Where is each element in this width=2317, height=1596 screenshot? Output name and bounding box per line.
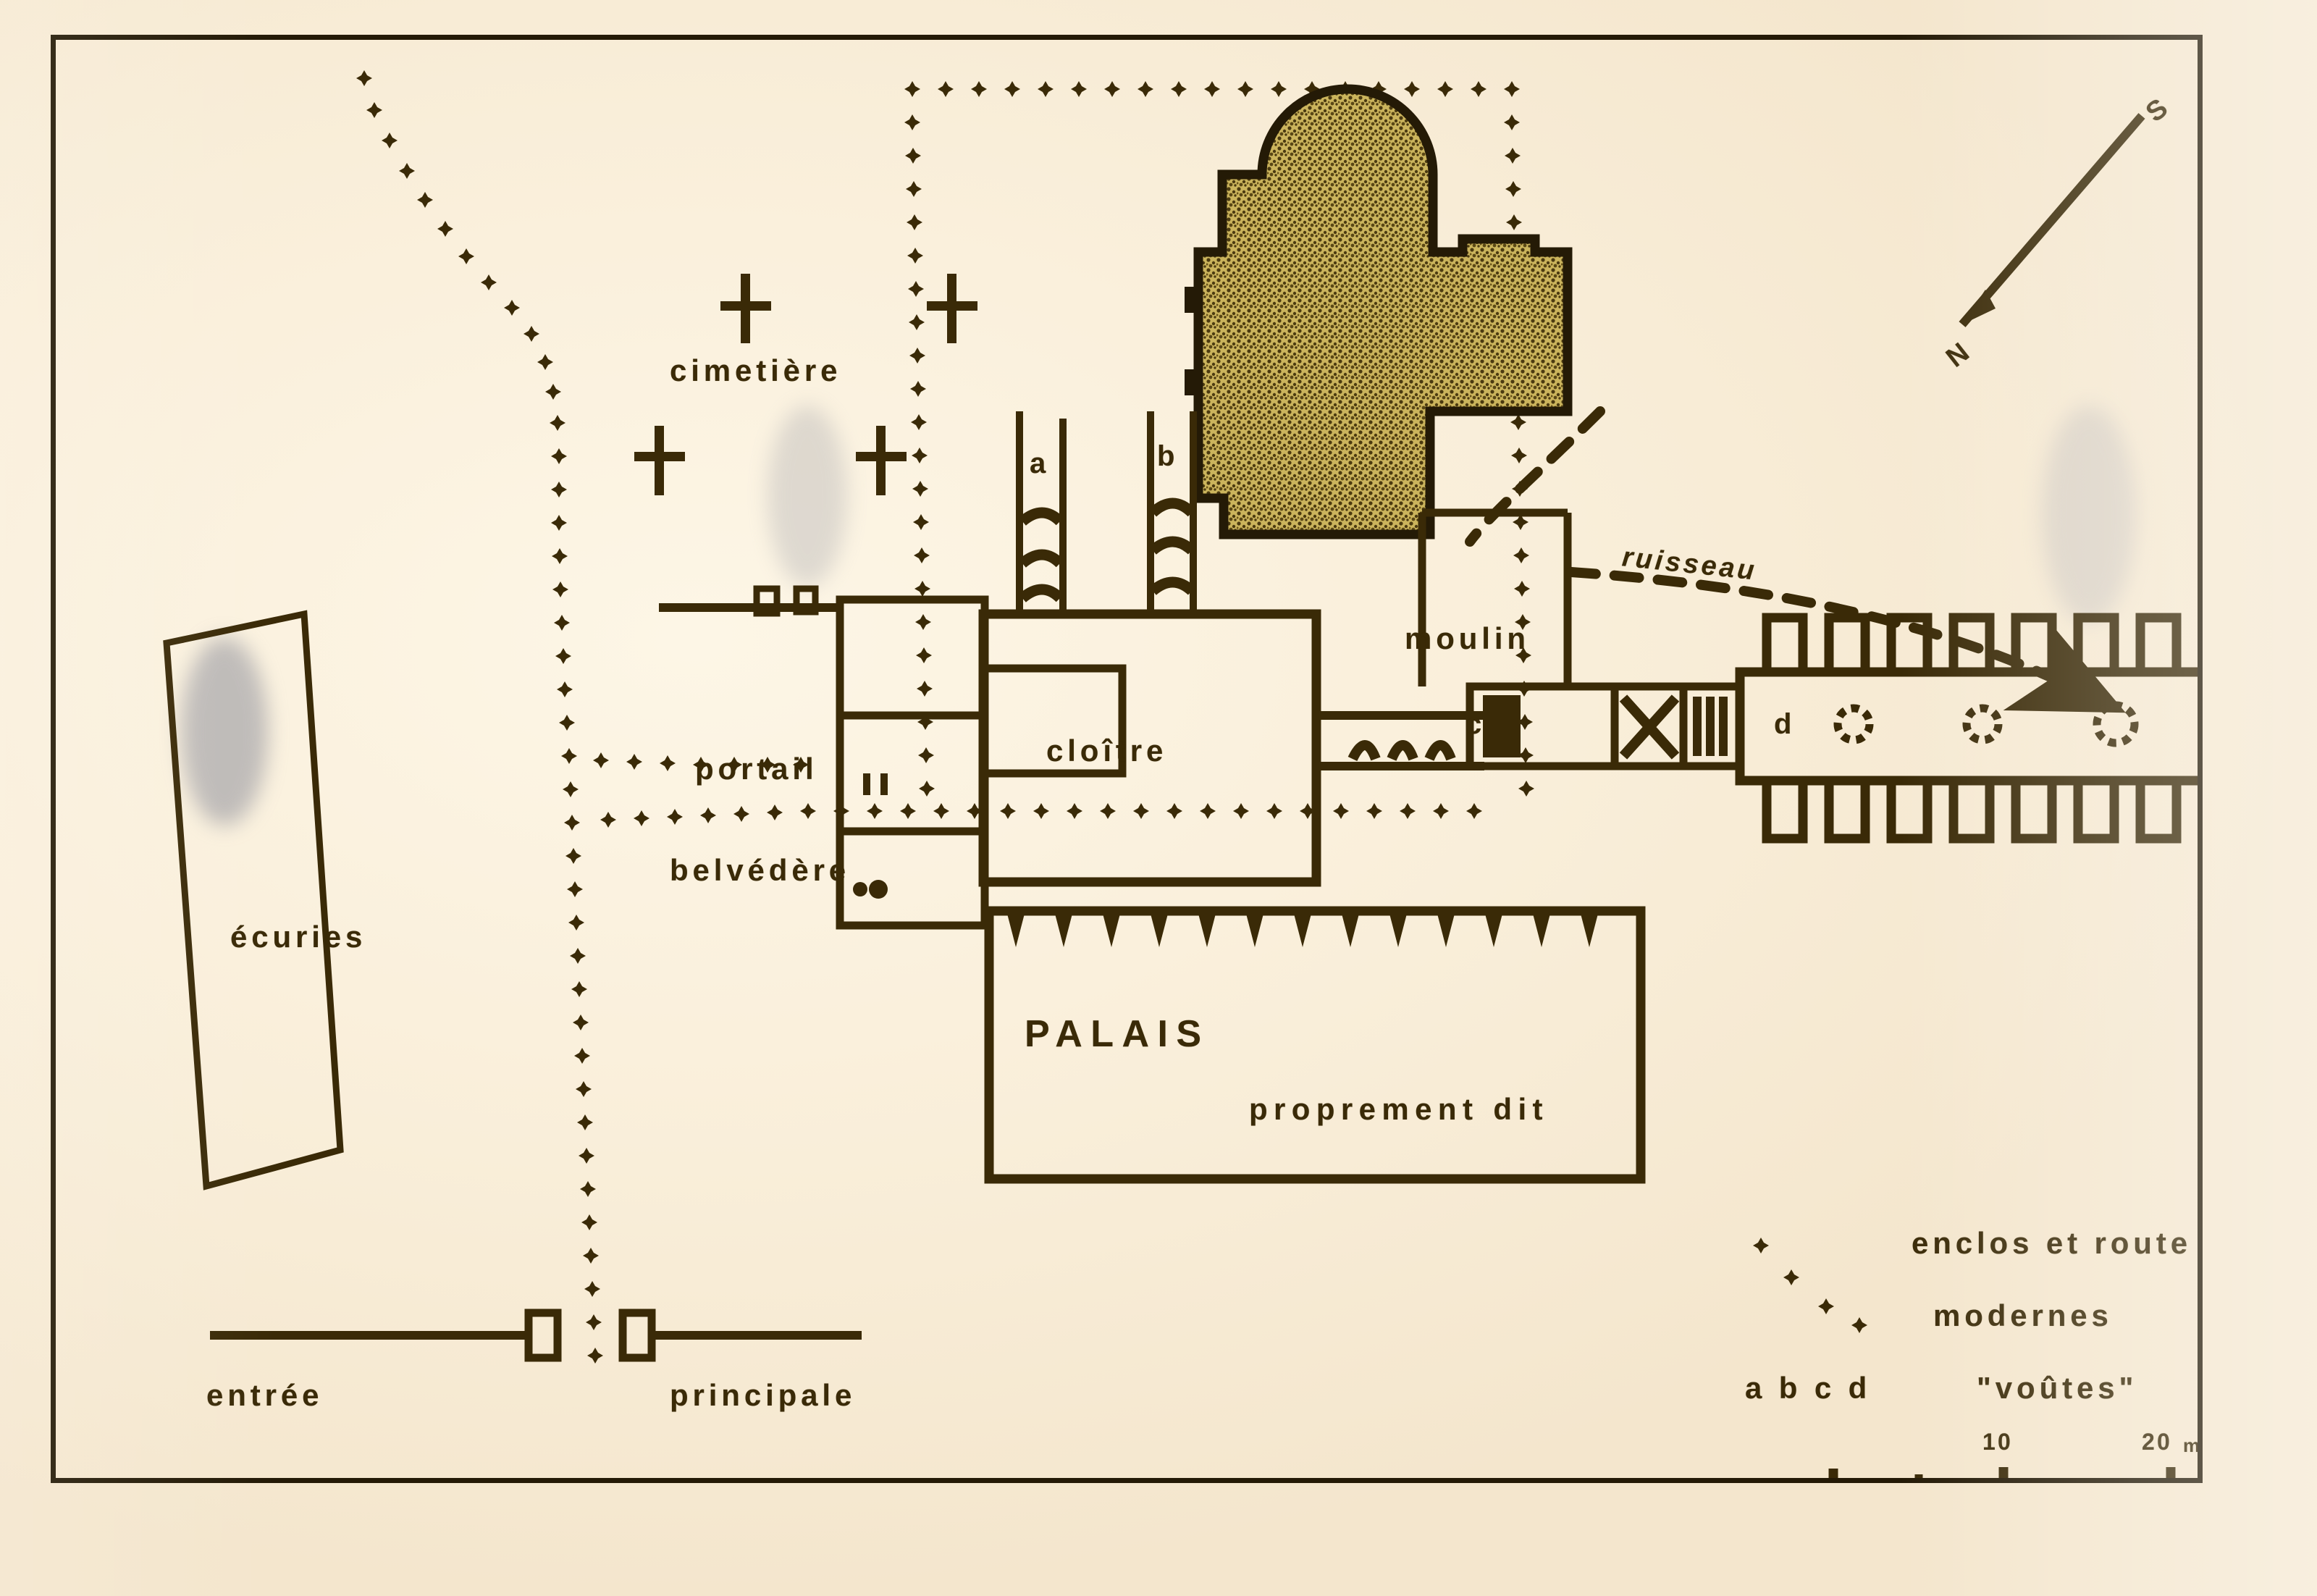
palais-building [984, 906, 1646, 1184]
scale-unit: m [2183, 1435, 2202, 1456]
vault-marker-c: c [1466, 708, 1482, 740]
cross-icon [720, 274, 771, 343]
cross-icon [856, 426, 907, 495]
site-plan-drawing [163, 70, 2203, 1483]
scale-tick-10: 10 [1982, 1429, 2013, 1455]
label-moulin: moulin [1405, 621, 1530, 655]
vault-a [1016, 411, 1067, 614]
ruisseau-stream [1465, 406, 2126, 713]
vault-marker-b: b [1157, 440, 1175, 472]
label-cimetiere: cimetière [670, 353, 842, 387]
label-principale: principale [670, 1378, 857, 1412]
vault-marker-a: a [1030, 448, 1046, 479]
label-palais: PALAIS [1025, 1013, 1210, 1055]
cross-icon [634, 426, 685, 495]
plan-plate: cimetière portail belvédère cloître moul… [51, 35, 2203, 1483]
plate-frame [51, 35, 2203, 1483]
label-palais-proprement-dit: proprement dit [1249, 1092, 1549, 1126]
label-belvedere: belvédère [670, 853, 851, 887]
label-entree: entrée [206, 1378, 324, 1412]
label-cloitre: cloître [1046, 734, 1168, 768]
label-portail: portail [695, 752, 818, 786]
ecuries-building [163, 610, 344, 1190]
label-ecuries: écuries [230, 920, 367, 954]
vault-b [1147, 411, 1197, 614]
cloitre-building [978, 609, 1321, 887]
legend-vault-keys: a b c d [1745, 1371, 1872, 1405]
entree-principale-gate [210, 1309, 862, 1362]
legend-line-1: enclos et route [1912, 1226, 2192, 1260]
church-footprint [1185, 84, 1573, 539]
scale-tick-20: 20 [2142, 1429, 2172, 1455]
cemetery-crosses [634, 274, 977, 495]
vaulted-hall-d [1466, 613, 2203, 844]
vault-marker-d: d [1774, 708, 1792, 740]
north-enclosure-wall [659, 585, 840, 617]
legend-line-2: modernes [1933, 1298, 2113, 1332]
cross-icon [927, 274, 977, 343]
compass-arrow [1959, 113, 2145, 327]
legend-vault-meaning: "voûtes" [1977, 1371, 2138, 1405]
